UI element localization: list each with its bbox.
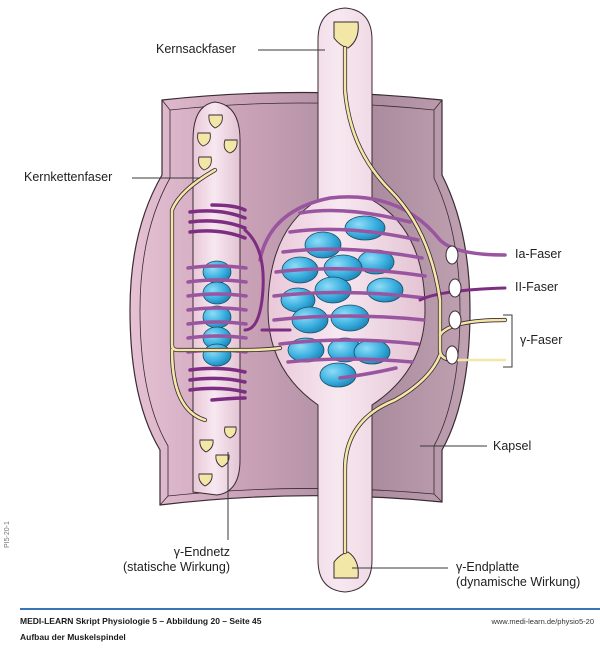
nuclear-bag-fiber: [267, 7, 427, 593]
label-gamma-endnetz-line1: γ-Endnetz: [173, 545, 230, 559]
capsule-openings: [445, 245, 462, 365]
label-kernsackfaser: Kernsackfaser: [156, 42, 236, 56]
leader-lines: [132, 49, 513, 569]
nuclear-chain-fiber: [186, 101, 248, 496]
muscle-spindle-diagram: [129, 7, 513, 593]
label-gamma-endplatte-line2: (dynamische Wirkung): [456, 575, 581, 589]
chain-spiral-coils: [188, 203, 247, 402]
label-gamma-endnetz: γ-Endnetz (statische Wirkung): [110, 545, 230, 575]
gamma-efferents: [170, 46, 507, 554]
footer-divider: [20, 608, 600, 610]
label-ii-faser: II-Faser: [515, 280, 559, 294]
footer-subtitle: Aufbau der Muskelspindel: [20, 632, 126, 642]
footer-title: MEDI-LEARN Skript Physiologie 5 – Abbild…: [20, 616, 262, 626]
bag-annulospiral: [272, 208, 427, 380]
label-gamma-endnetz-line2: (statische Wirkung): [123, 560, 230, 574]
label-gamma-endplatte-line1: γ-Endplatte: [456, 560, 520, 574]
label-gamma-endplatte: γ-Endplatte (dynamische Wirkung): [456, 560, 580, 590]
label-gamma-faser: γ-Faser: [520, 333, 563, 347]
label-kapsel: Kapsel: [493, 439, 532, 453]
figure-code: PI5-20-1: [4, 521, 11, 548]
footer-url[interactable]: www.medi-learn.de/physio5-20: [491, 617, 594, 626]
gamma-endnetz-terminals: [197, 114, 238, 487]
label-ia-faser: Ia-Faser: [515, 247, 562, 261]
label-kernkettenfaser: Kernkettenfaser: [24, 170, 113, 184]
